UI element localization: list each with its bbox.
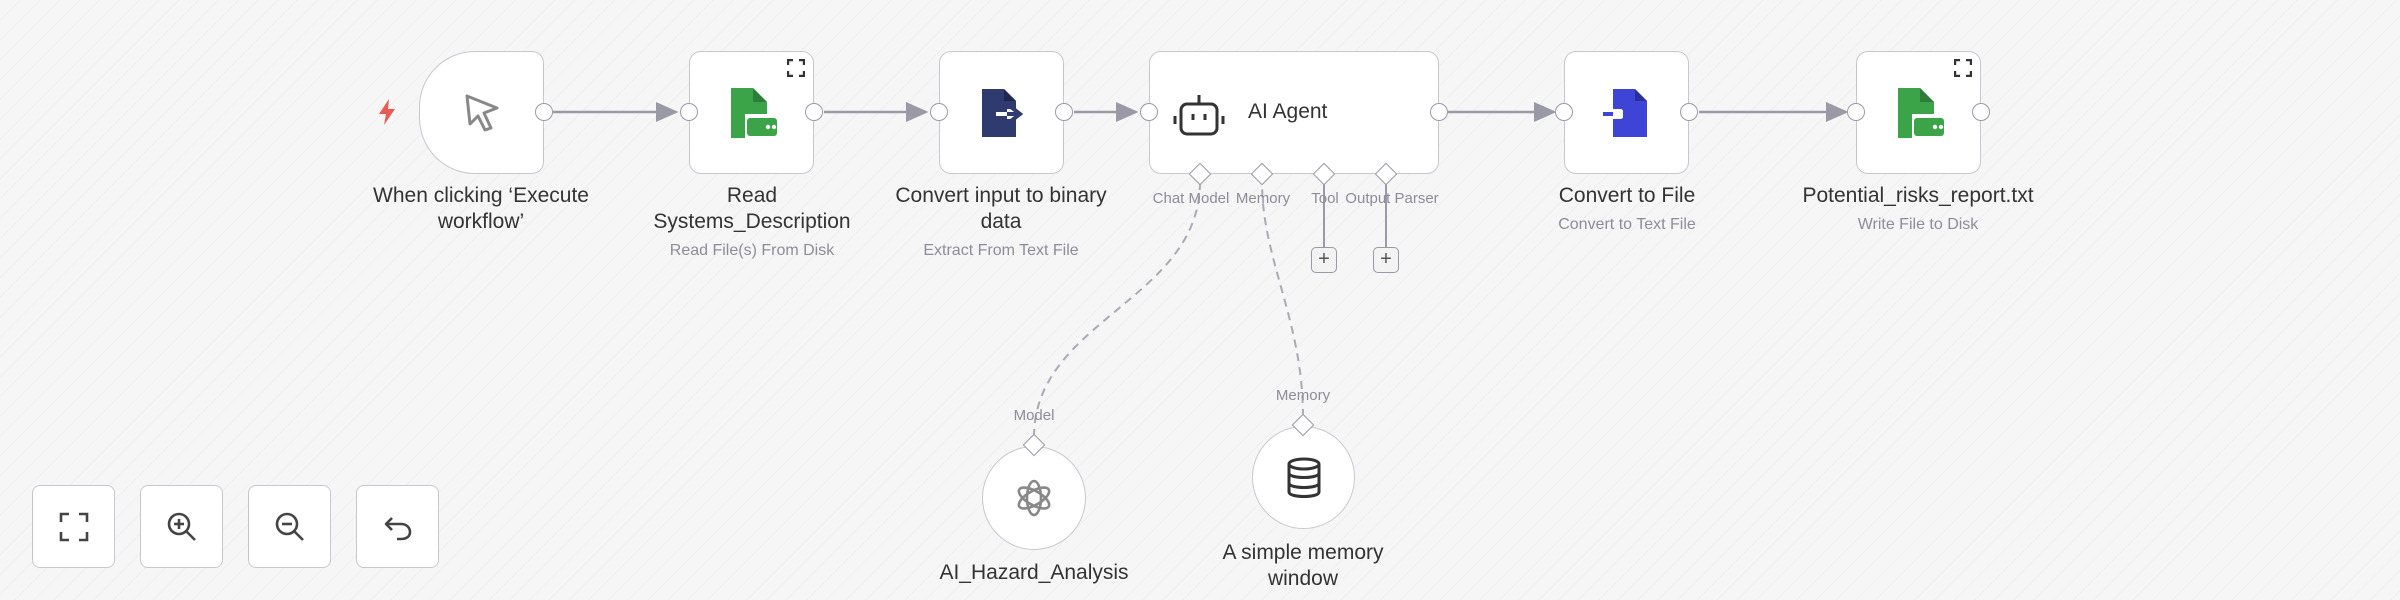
fit-view-button[interactable] — [32, 485, 115, 568]
openai-icon — [1011, 475, 1057, 521]
tool-port-label: Tool — [1311, 190, 1339, 207]
expand-icon[interactable] — [1953, 58, 1973, 78]
memory-label: A simple memory window — [1222, 541, 1384, 590]
ai-agent-input-handle[interactable] — [1140, 103, 1158, 121]
write-file-subtitle: Write File to Disk — [1857, 216, 1979, 233]
file-icon — [723, 84, 781, 142]
read-file-output-handle[interactable] — [805, 103, 823, 121]
add-output-parser-button[interactable]: + — [1373, 247, 1399, 273]
model-label: AI_Hazard_Analysis — [939, 561, 1129, 584]
robot-icon — [1173, 92, 1225, 140]
ai-agent-title: AI Agent — [1248, 100, 1328, 123]
write-file-output-handle[interactable] — [1972, 103, 1990, 121]
cursor-icon — [457, 88, 507, 138]
ai-agent-node[interactable]: AI Agent — [1149, 51, 1439, 174]
zoom-in-icon — [166, 511, 198, 543]
extract-subtitle: Extract From Text File — [923, 242, 1079, 259]
read-file-label: Read Systems_Description — [653, 184, 851, 233]
model-port-label: Model — [1013, 407, 1055, 424]
write-file-label: Potential_risks_report.txt — [1802, 184, 2034, 207]
database-icon — [1285, 456, 1323, 500]
memory-node-port-label: Memory — [1275, 387, 1331, 404]
trigger-label: When clicking ‘Execute workflow’ — [373, 184, 589, 233]
extract-label: Convert input to binary data — [895, 184, 1107, 233]
chat-model-port-label: Chat Model — [1152, 190, 1230, 207]
extract-input-handle[interactable] — [930, 103, 948, 121]
convert-label: Convert to File — [1558, 184, 1696, 207]
trigger-output-handle[interactable] — [535, 103, 553, 121]
connection-memory-agent[interactable] — [1261, 181, 1304, 418]
memory-port-label: Memory — [1235, 190, 1291, 207]
convert-node[interactable] — [1564, 51, 1689, 174]
convert-input-handle[interactable] — [1555, 103, 1573, 121]
write-file-node[interactable] — [1856, 51, 1981, 174]
ai-agent-output-handle[interactable] — [1430, 103, 1448, 121]
add-tool-button[interactable]: + — [1311, 247, 1337, 273]
trigger-node[interactable] — [419, 51, 544, 174]
convert-subtitle: Convert to Text File — [1558, 216, 1696, 233]
file-import-icon — [1599, 85, 1655, 141]
zoom-out-button[interactable] — [248, 485, 331, 568]
zoom-in-button[interactable] — [140, 485, 223, 568]
file-export-icon — [974, 85, 1030, 141]
read-file-input-handle[interactable] — [680, 103, 698, 121]
model-node[interactable] — [982, 446, 1086, 550]
zoom-out-icon — [274, 511, 306, 543]
read-file-subtitle: Read File(s) From Disk — [669, 242, 835, 259]
output-parser-port-label: Output Parser — [1345, 190, 1439, 207]
fullscreen-icon — [58, 511, 90, 543]
trigger-bolt-icon — [376, 98, 398, 126]
extract-node[interactable] — [939, 51, 1064, 174]
extract-output-handle[interactable] — [1055, 103, 1073, 121]
file-icon — [1890, 84, 1948, 142]
undo-icon — [382, 511, 414, 543]
convert-output-handle[interactable] — [1680, 103, 1698, 121]
reset-zoom-button[interactable] — [356, 485, 439, 568]
expand-icon[interactable] — [786, 58, 806, 78]
memory-node[interactable] — [1252, 426, 1355, 529]
write-file-input-handle[interactable] — [1847, 103, 1865, 121]
